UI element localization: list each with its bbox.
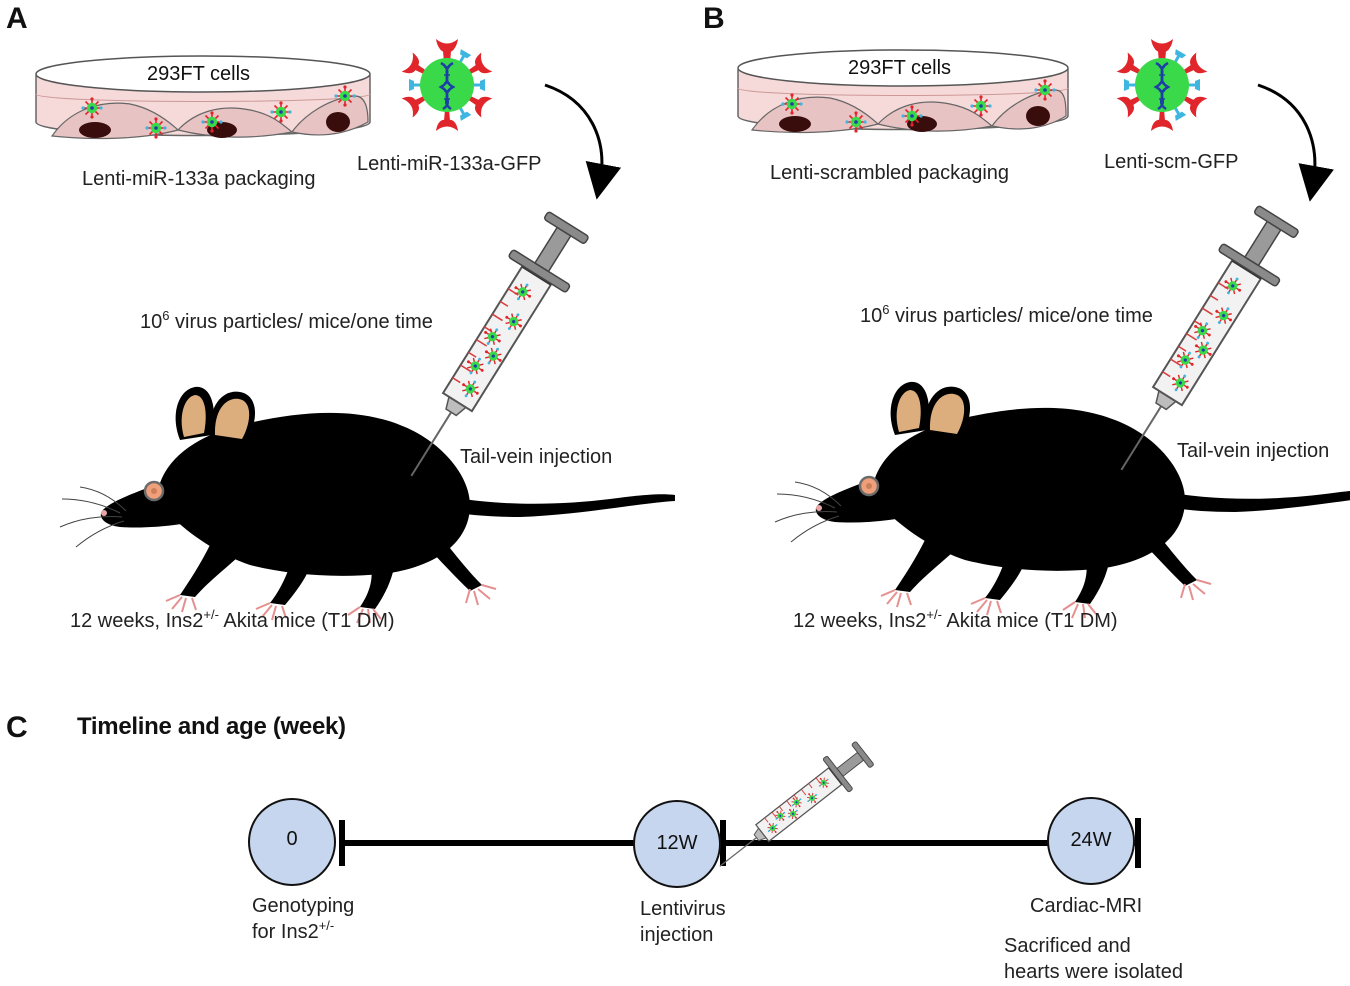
timeline-node-24w	[1047, 797, 1135, 885]
flow-arrow-b	[1257, 83, 1334, 202]
virus-label-b: Lenti-scm-GFP	[1104, 151, 1239, 173]
injection-label-b: Tail-vein injection	[1177, 440, 1330, 462]
panel-a-artwork	[35, 39, 677, 625]
node-label-0: 0	[286, 828, 298, 850]
panel-b-artwork	[737, 39, 1350, 620]
mouse-icon-b	[773, 380, 1350, 620]
panel-letter-a: A	[6, 2, 28, 35]
timeline-node-0	[248, 798, 336, 886]
flow-arrow-a	[544, 83, 622, 200]
mouse-label-a: 12 weeks, Ins2+/- Akita mice (T1 DM)	[70, 607, 395, 632]
node-label-24w: 24W	[1070, 829, 1112, 851]
lentivirus-icon-a	[402, 39, 493, 131]
dish-label-b: 293FT cells	[848, 57, 952, 79]
syringe-icon-c	[707, 736, 878, 883]
panel-letter-b: B	[703, 2, 725, 35]
dose-label-b: 106 virus particles/ mice/one time	[860, 302, 1153, 327]
timeline-title: Timeline and age (week)	[77, 713, 346, 740]
node-caption-24w-mri: Cardiac-MRI	[1030, 895, 1143, 917]
timeline	[248, 736, 1141, 888]
panel-letter-c: C	[6, 711, 28, 744]
culture-dish-a	[35, 55, 371, 140]
node-caption-0: Genotyping for Ins2+/-	[252, 895, 355, 943]
packaging-label-b: Lenti-scrambled packaging	[770, 162, 1010, 184]
injection-label-a: Tail-vein injection	[460, 446, 613, 468]
dish-label-a: 293FT cells	[147, 63, 251, 85]
mouse-label-b: 12 weeks, Ins2+/- Akita mice (T1 DM)	[793, 607, 1118, 632]
timeline-node-12w	[633, 800, 721, 888]
dose-label-a: 106 virus particles/ mice/one time	[140, 308, 433, 333]
node-caption-12w: Lentivirus injection	[640, 898, 726, 946]
node-caption-24w-sacrifice: Sacrificed and hearts were isolated	[1004, 935, 1183, 983]
node-label-12w: 12W	[656, 832, 698, 854]
packaging-label-a: Lenti-miR-133a packaging	[82, 168, 316, 190]
virus-label-a: Lenti-miR-133a-GFP	[357, 153, 542, 175]
culture-dish-b	[737, 49, 1069, 134]
mouse-icon-a	[58, 385, 677, 625]
lentivirus-icon-b	[1117, 39, 1208, 131]
